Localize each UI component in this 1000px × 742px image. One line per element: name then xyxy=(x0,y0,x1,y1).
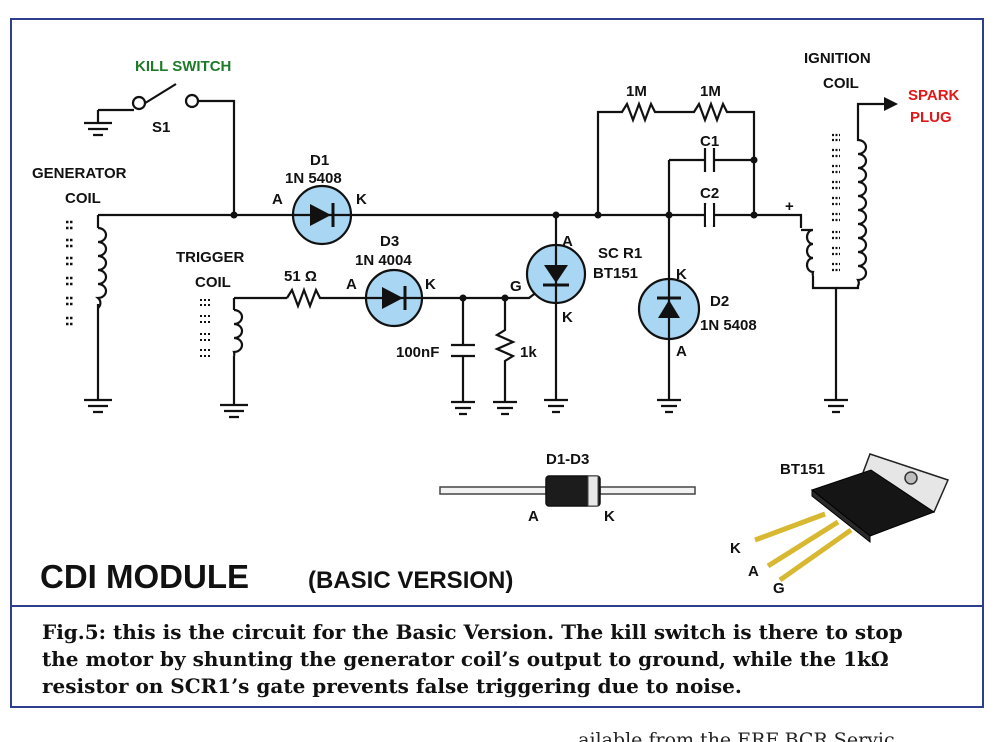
diode-package-drawing xyxy=(439,475,696,507)
trigger-coil-label-2: COIL xyxy=(195,274,231,291)
figure-caption: Fig.5: this is the circuit for the Basic… xyxy=(42,620,903,698)
generator-coil xyxy=(66,215,108,400)
scr-part: BT151 xyxy=(593,265,638,282)
ignition-coil xyxy=(801,97,898,414)
d2-anode: A xyxy=(676,343,687,360)
generator-coil-label-1: GENERATOR xyxy=(32,165,127,182)
scr1 xyxy=(505,211,587,414)
circuit-labels: KILL SWITCH S1 GENERATOR COIL D1 1N 5408… xyxy=(32,50,960,597)
spark-plug-label-1: SPARK xyxy=(908,87,960,104)
c2-label: C2 xyxy=(700,185,719,202)
d3-cathode: K xyxy=(425,276,436,293)
d3-part: 1N 4004 xyxy=(355,252,412,269)
diode-d2 xyxy=(637,215,701,414)
resistor-1k xyxy=(463,294,517,416)
title-main: CDI MODULE xyxy=(40,558,249,595)
d2-part: 1N 5408 xyxy=(700,317,757,334)
diode-d3 xyxy=(364,268,467,328)
cap-100nf-label: 100nF xyxy=(396,344,439,361)
scr-name: SC R1 xyxy=(598,245,642,262)
generator-coil-label-2: COIL xyxy=(65,190,101,207)
trigger-coil xyxy=(200,296,287,419)
d2-name: D2 xyxy=(710,293,729,310)
scr-cathode: K xyxy=(562,309,573,326)
c1-label: C1 xyxy=(700,133,719,150)
kill-switch-s1 xyxy=(84,83,238,219)
scr-pkg-k: K xyxy=(730,540,741,557)
ignition-coil-label-1: IGNITION xyxy=(804,50,871,67)
resistors-1m xyxy=(594,100,756,219)
d2-cathode: K xyxy=(676,266,687,283)
d1-part: 1N 5408 xyxy=(285,170,342,187)
scr-gate: G xyxy=(510,278,522,295)
footer-cutoff-text: ...ailable from the ERF BCR Servic xyxy=(560,729,895,742)
diode-pkg-cathode: K xyxy=(604,508,615,525)
diode-pkg-name: D1-D3 xyxy=(546,451,589,468)
ignition-coil-label-2: COIL xyxy=(823,75,859,92)
scr-pkg-a: A xyxy=(748,563,759,580)
resistor-51-ohm xyxy=(286,286,370,310)
caption-line-1: Fig.5: this is the circuit for the Basic… xyxy=(42,620,903,644)
figure-title: CDI MODULE (BASIC VERSION) xyxy=(40,558,513,595)
capacitor-c2 xyxy=(665,160,803,228)
d1-anode: A xyxy=(272,191,283,208)
figure-frame xyxy=(10,18,984,708)
d3-name: D3 xyxy=(380,233,399,250)
ground-symbol xyxy=(84,398,112,414)
r1m-b-label: 1M xyxy=(700,83,721,100)
trigger-coil-label-1: TRIGGER xyxy=(176,249,245,266)
spark-plug-label-2: PLUG xyxy=(910,109,952,126)
s1-label: S1 xyxy=(152,119,170,136)
r1k-label: 1k xyxy=(520,344,537,361)
caption-line-3: resistor on SCR1’s gate prevents false t… xyxy=(42,674,742,698)
plus-label: + xyxy=(785,198,794,215)
caption-line-2: the motor by shunting the generator coil… xyxy=(42,647,889,671)
scr-pkg-g: G xyxy=(773,580,785,597)
d1-cathode: K xyxy=(356,191,367,208)
diode-d1 xyxy=(291,184,353,246)
title-sub: (BASIC VERSION) xyxy=(308,567,513,594)
capacitor-c1 xyxy=(669,148,758,172)
scr-package-drawing xyxy=(754,453,950,583)
r1m-a-label: 1M xyxy=(626,83,647,100)
r51-label: 51 Ω xyxy=(284,268,317,285)
d1-name: D1 xyxy=(310,152,329,169)
kill-switch-label: KILL SWITCH xyxy=(135,58,231,75)
scr-pkg-name: BT151 xyxy=(780,461,825,478)
diode-pkg-anode: A xyxy=(528,508,539,525)
capacitor-100nf xyxy=(451,298,475,416)
scr-anode: A xyxy=(562,233,573,250)
d3-anode: A xyxy=(346,276,357,293)
